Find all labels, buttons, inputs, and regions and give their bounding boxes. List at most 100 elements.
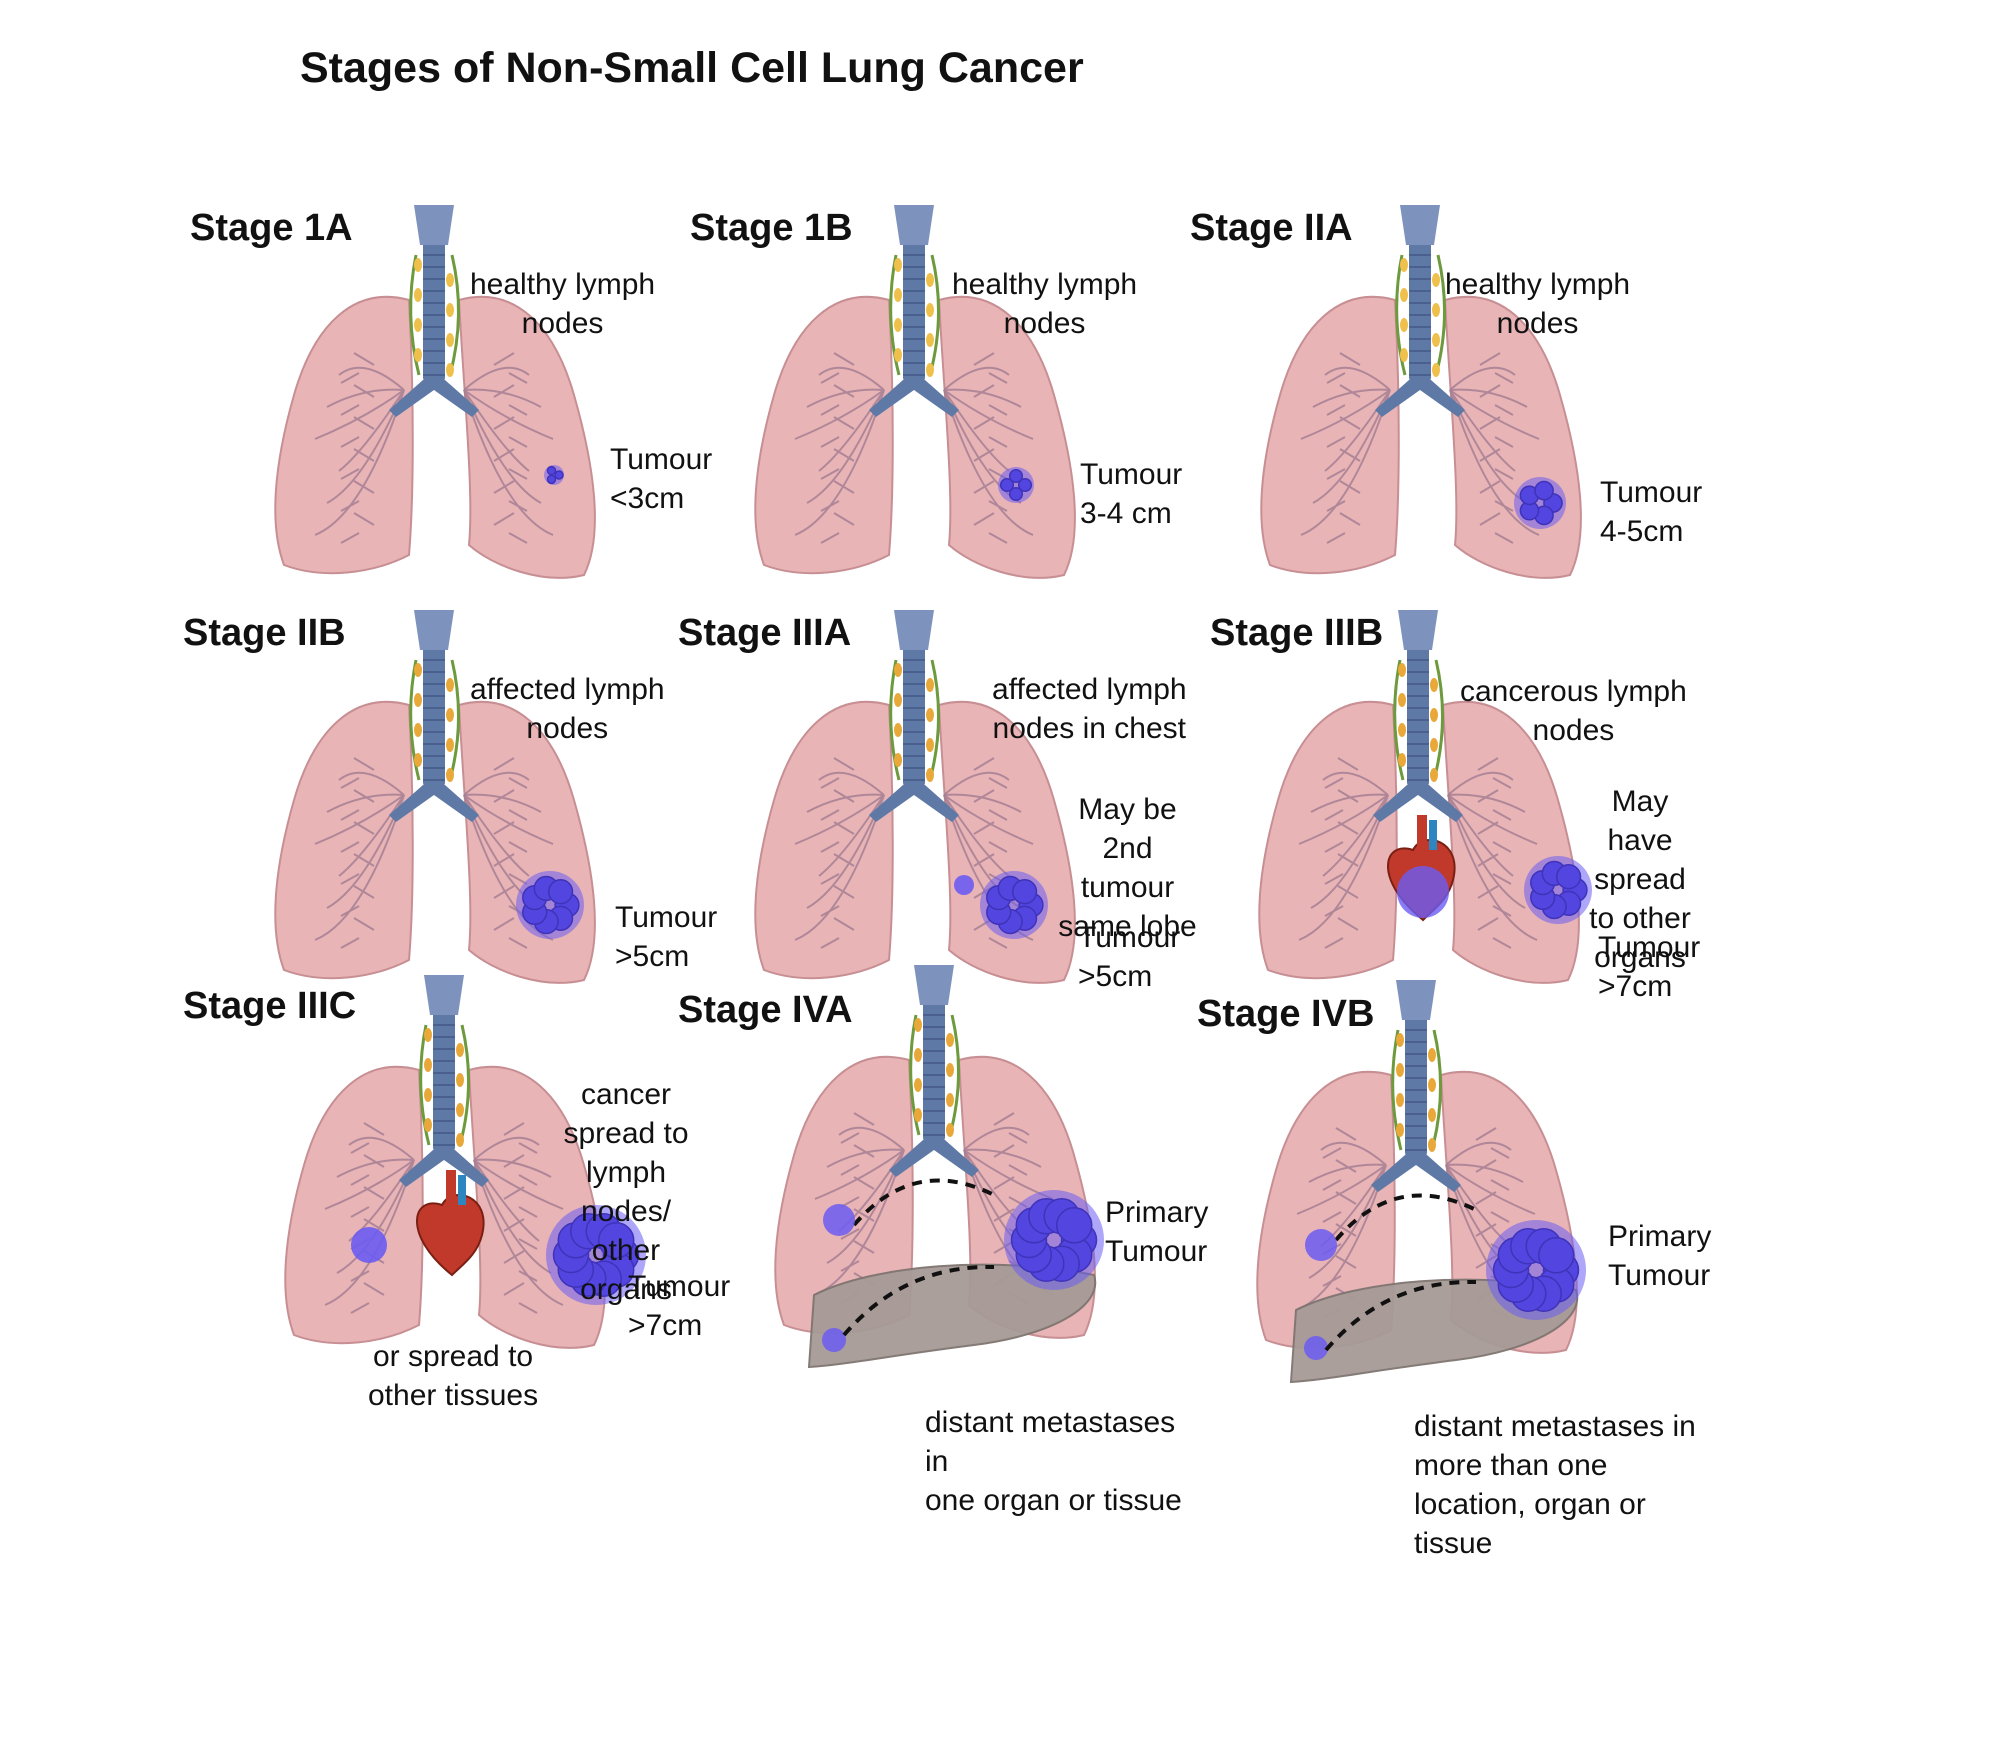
- bronchus-branch: [463, 794, 530, 877]
- bronchus-branch: [1312, 388, 1391, 408]
- bronchus-branch: [818, 389, 885, 472]
- bronchiole: [493, 512, 528, 544]
- panel-stage-1a: Stage 1A healthy lymph nodes Tumour <3cm: [180, 195, 712, 615]
- lymph-node: [424, 1088, 432, 1102]
- lymph-node: [414, 693, 422, 707]
- tumour-label: Tumour >7cm: [628, 1270, 731, 1342]
- second-tumour: [954, 875, 974, 895]
- bronchiole: [840, 1112, 875, 1144]
- lymph-node: [894, 723, 902, 737]
- lymph-node: [446, 273, 454, 287]
- primary-tumour-label: Primary Tumour: [1105, 1196, 1209, 1268]
- primary-tumour-label: Primary Tumour: [1608, 1220, 1712, 1292]
- bronchus-branch: [1322, 794, 1389, 877]
- bronchiole: [493, 789, 528, 821]
- lymph-node: [926, 738, 934, 752]
- lung-illustration: [1260, 205, 1582, 579]
- bronchiole: [1324, 821, 1359, 853]
- lymph-node: [894, 663, 902, 677]
- bronchiole: [820, 448, 855, 480]
- bronchiole: [1477, 917, 1512, 949]
- stage-label: Stage 1A: [190, 207, 353, 249]
- bronchiole: [1322, 1127, 1357, 1159]
- lymph-node: [424, 1058, 432, 1072]
- lymph-node: [1430, 678, 1438, 692]
- bronchus-branch: [1320, 1141, 1387, 1166]
- primary-tumour: [546, 1205, 646, 1305]
- bronchiole: [1322, 1191, 1357, 1223]
- lymph-node: [946, 1093, 954, 1107]
- bronchus-branch: [473, 1136, 540, 1161]
- lymph-node: [446, 708, 454, 722]
- trachea: [1409, 225, 1431, 385]
- lymph-node: [1396, 1033, 1404, 1047]
- bronchial-tree: [314, 352, 554, 544]
- bronchiole: [340, 789, 375, 821]
- bronchiole: [820, 352, 855, 384]
- bronchiole: [350, 1186, 385, 1218]
- trachea: [423, 225, 445, 385]
- stage-label: Stage IIIC: [183, 985, 357, 1027]
- bronchiole: [820, 757, 855, 789]
- bronchiole: [1326, 448, 1361, 480]
- lung-illustration: [274, 205, 596, 579]
- bronchi: [399, 1150, 489, 1187]
- lymph-node: [946, 1033, 954, 1047]
- liver-metastasis: [822, 1328, 846, 1352]
- bronchus-branch: [794, 389, 885, 536]
- larynx: [914, 965, 954, 1005]
- bronchiole: [820, 416, 855, 448]
- aorta: [446, 1170, 456, 1205]
- nerve: [1393, 659, 1444, 781]
- bronchiole: [973, 416, 1008, 448]
- bronchus-branch: [1445, 1141, 1512, 1166]
- lymph-node: [1400, 258, 1408, 272]
- bronchus-branch: [1445, 1163, 1524, 1183]
- bronchus-branch: [818, 771, 885, 796]
- bronchiole: [1477, 821, 1512, 853]
- bronchiole: [1322, 1159, 1357, 1191]
- bronchus-branch: [314, 794, 405, 941]
- lymph-node-label: healthy lymph nodes: [470, 268, 656, 340]
- lymph-node: [1428, 1078, 1436, 1092]
- panel-stage-iia: Stage IIA healthy lymph nodes Tumour 4-5…: [1180, 195, 1702, 615]
- bronchi: [869, 380, 959, 417]
- lung-group: [1260, 205, 1582, 579]
- bronchus-branch: [826, 1148, 905, 1168]
- lung-group: [1258, 610, 1592, 984]
- bronchus-branch: [463, 793, 542, 813]
- stage-label: Stage IVB: [1197, 993, 1375, 1035]
- lymph-node: [894, 753, 902, 767]
- stage-label: Stage IIA: [1190, 207, 1353, 249]
- lung-group: [274, 610, 596, 984]
- tumour-label: Tumour <3cm: [610, 443, 713, 515]
- panel-stage-iiia: Stage IIIA affected lymph nodes in chest…: [678, 600, 1200, 1020]
- bronchiole: [350, 1282, 385, 1314]
- tumour-cell: [1008, 486, 1024, 502]
- bronchiole: [1326, 416, 1361, 448]
- lymph-node: [926, 333, 934, 347]
- bronchus-branch: [1449, 366, 1516, 391]
- bronchiole: [493, 416, 528, 448]
- bronchus-branch: [794, 794, 885, 941]
- tumour-label: Tumour 3-4 cm: [1080, 458, 1183, 530]
- bronchi: [869, 785, 959, 822]
- bronchiole: [493, 384, 528, 416]
- lymph-node: [1400, 348, 1408, 362]
- stage-label: Stage IIIA: [678, 612, 852, 654]
- lymph-node: [1396, 1093, 1404, 1107]
- bronchiole: [1326, 512, 1361, 544]
- lung-group: [774, 965, 1104, 1369]
- bronchus-branch: [1449, 388, 1528, 408]
- bronchiole: [493, 917, 528, 949]
- bronchiole: [820, 512, 855, 544]
- lymph-node-label: healthy lymph nodes: [1445, 268, 1631, 340]
- bronchus-branch: [463, 389, 530, 472]
- lymph-node-label: affected lymph nodes in chest: [992, 673, 1187, 745]
- primary-tumour: [1524, 856, 1592, 924]
- lung-metastasis: [823, 1204, 855, 1236]
- tumour-cell: [1534, 480, 1554, 501]
- bronchiole: [1324, 757, 1359, 789]
- bronchus-branch: [943, 771, 1010, 796]
- left-lung: [754, 700, 894, 980]
